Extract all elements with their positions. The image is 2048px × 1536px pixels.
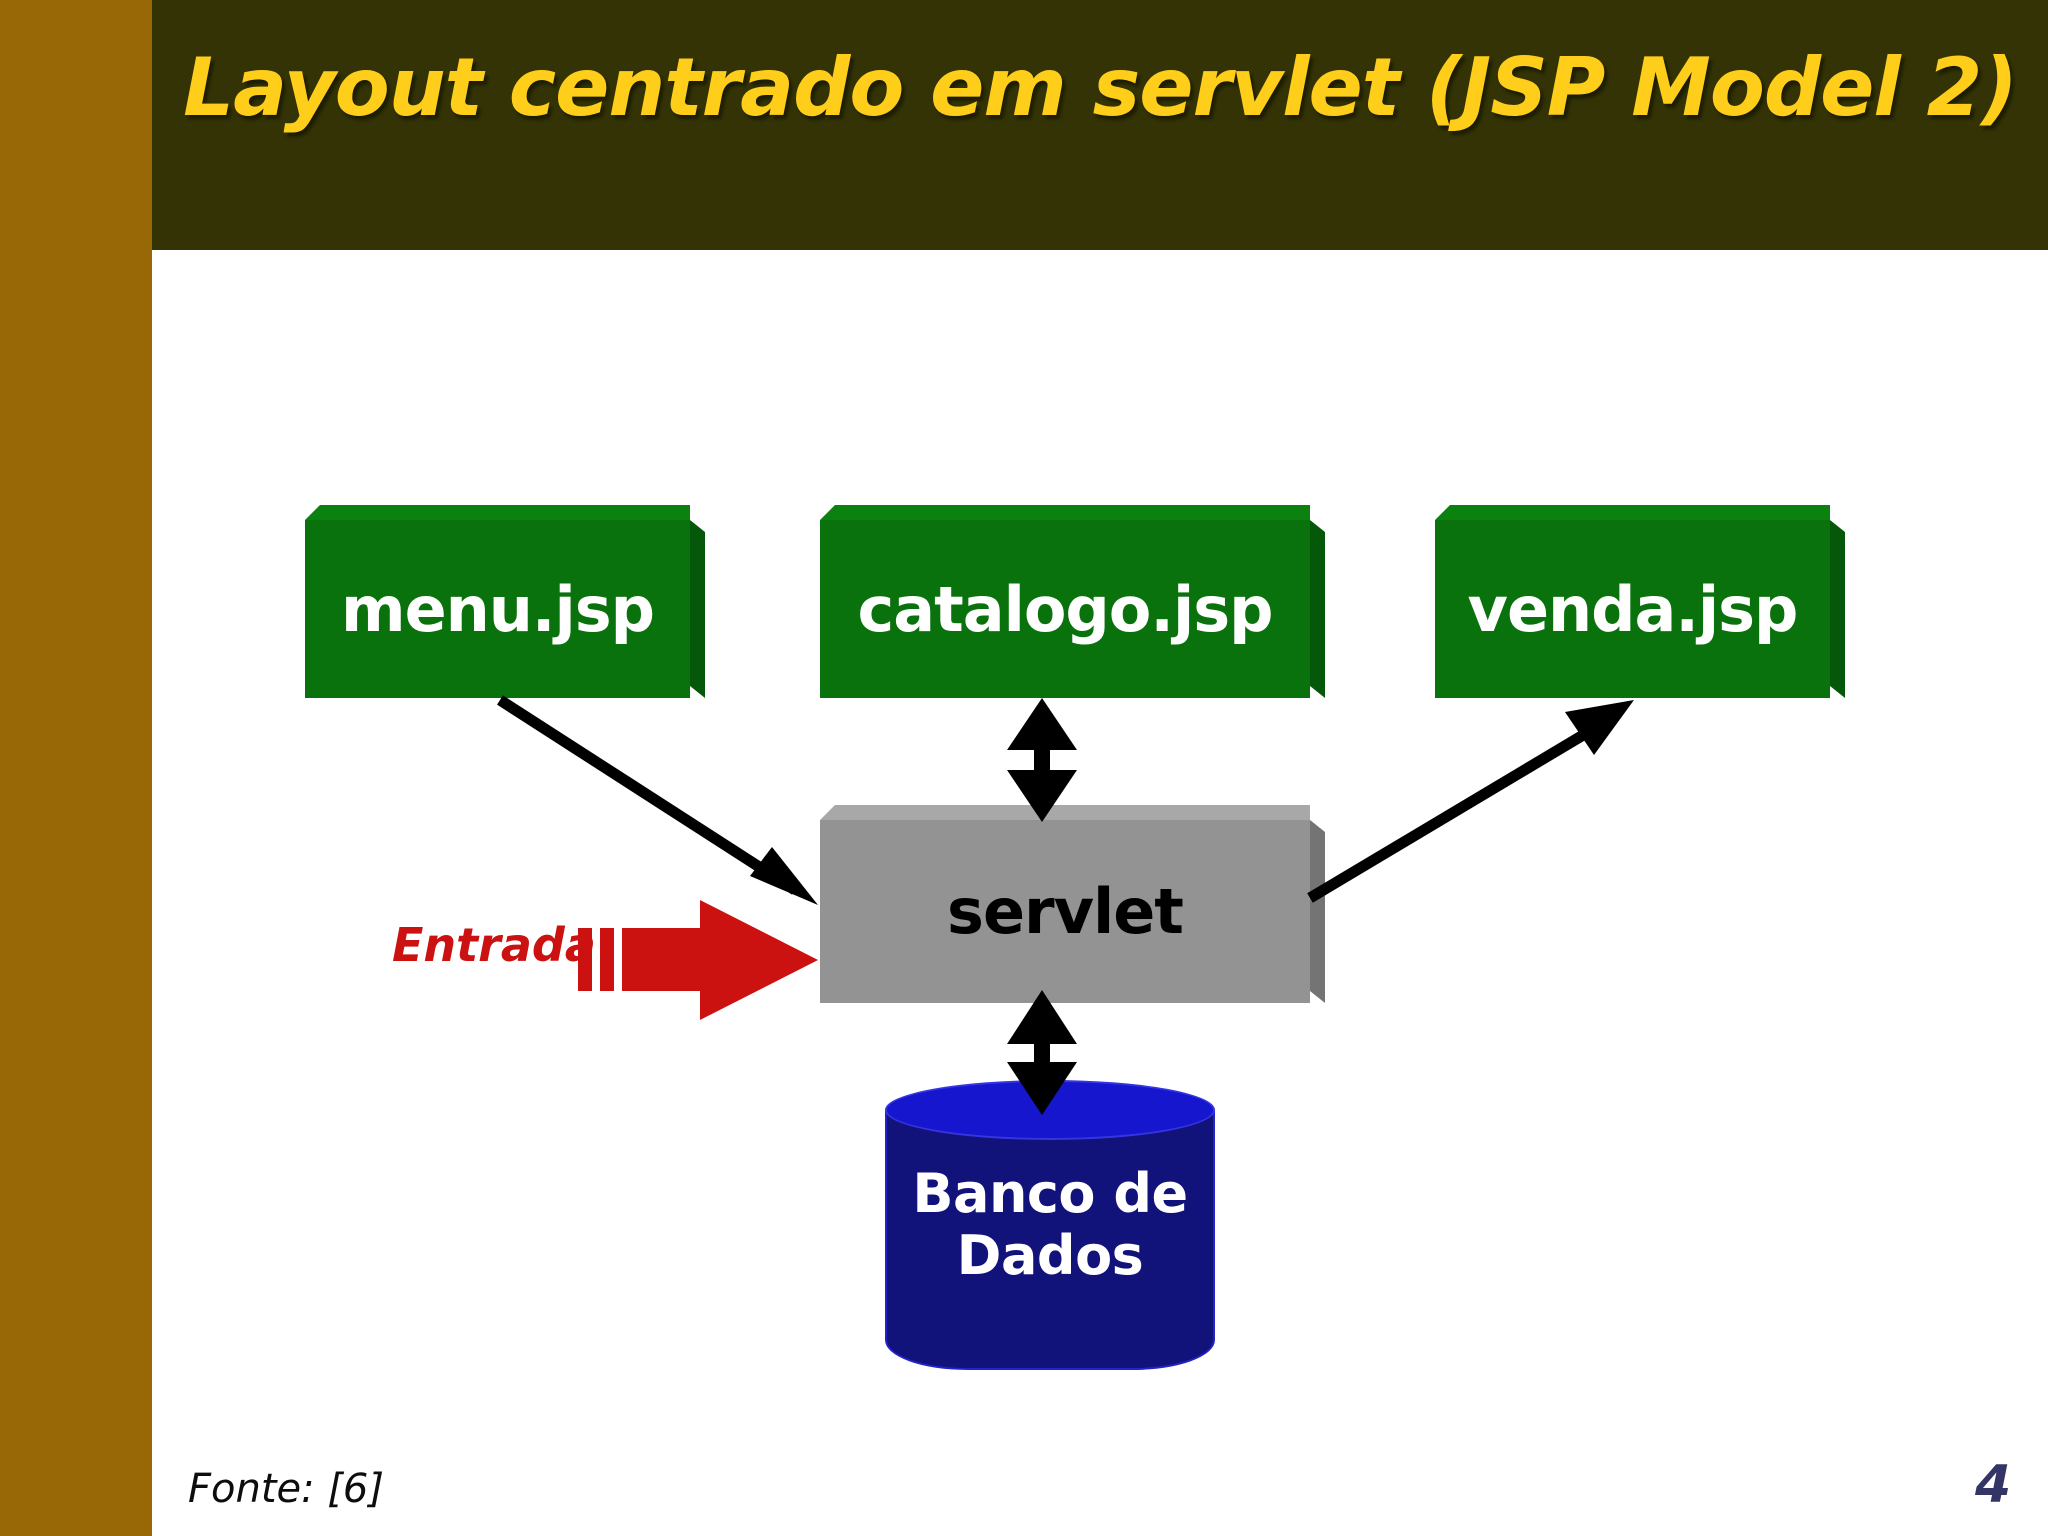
database-cylinder-bottom (885, 1340, 1215, 1370)
entrada-label: Entrada (392, 918, 596, 972)
node-menu-jsp-side-face (690, 520, 705, 698)
node-database-label: Banco de Dados (885, 1080, 1215, 1370)
node-menu-jsp[interactable]: menu.jsp (305, 505, 690, 698)
node-venda-jsp-side-face (1830, 520, 1845, 698)
node-servlet-label: servlet (947, 875, 1184, 948)
node-servlet-front-face: servlet (820, 820, 1310, 1003)
page-title: Layout centrado em servlet (JSP Model 2) (183, 41, 2018, 134)
node-catalogo-jsp-front-face: catalogo.jsp (820, 520, 1310, 698)
node-menu-jsp-label: menu.jsp (340, 572, 655, 646)
edge-entrada-to-servlet (578, 900, 818, 1020)
node-database[interactable]: Banco de Dados (885, 1080, 1215, 1370)
node-servlet-top-face (820, 805, 1310, 820)
node-database-label-line1: Banco de (912, 1161, 1188, 1225)
node-menu-jsp-front-face: menu.jsp (305, 520, 690, 698)
node-database-label-line2: Dados (956, 1224, 1144, 1287)
sidebar-accent-bar (0, 0, 152, 1536)
node-menu-jsp-top-face (305, 505, 690, 520)
node-catalogo-jsp-top-face (820, 505, 1310, 520)
node-venda-jsp-top-face (1435, 505, 1830, 520)
edge-catalogo-to-servlet (1007, 698, 1077, 822)
node-catalogo-jsp[interactable]: catalogo.jsp (820, 505, 1310, 698)
node-venda-jsp[interactable]: venda.jsp (1435, 505, 1830, 698)
edge-servlet-to-venda (1307, 700, 1634, 903)
node-venda-jsp-front-face: venda.jsp (1435, 520, 1830, 698)
node-catalogo-jsp-side-face (1310, 520, 1325, 698)
edge-menu-to-servlet (497, 695, 818, 905)
node-servlet[interactable]: servlet (820, 805, 1310, 1003)
node-venda-jsp-label: venda.jsp (1467, 572, 1799, 646)
database-cylinder-body (885, 1110, 1215, 1340)
source-caption: Fonte: [6] (188, 1466, 384, 1512)
node-servlet-side-face (1310, 820, 1325, 1003)
title-bar (152, 0, 2048, 250)
page-number: 4 (1975, 1455, 2012, 1515)
node-catalogo-jsp-label: catalogo.jsp (857, 572, 1274, 646)
